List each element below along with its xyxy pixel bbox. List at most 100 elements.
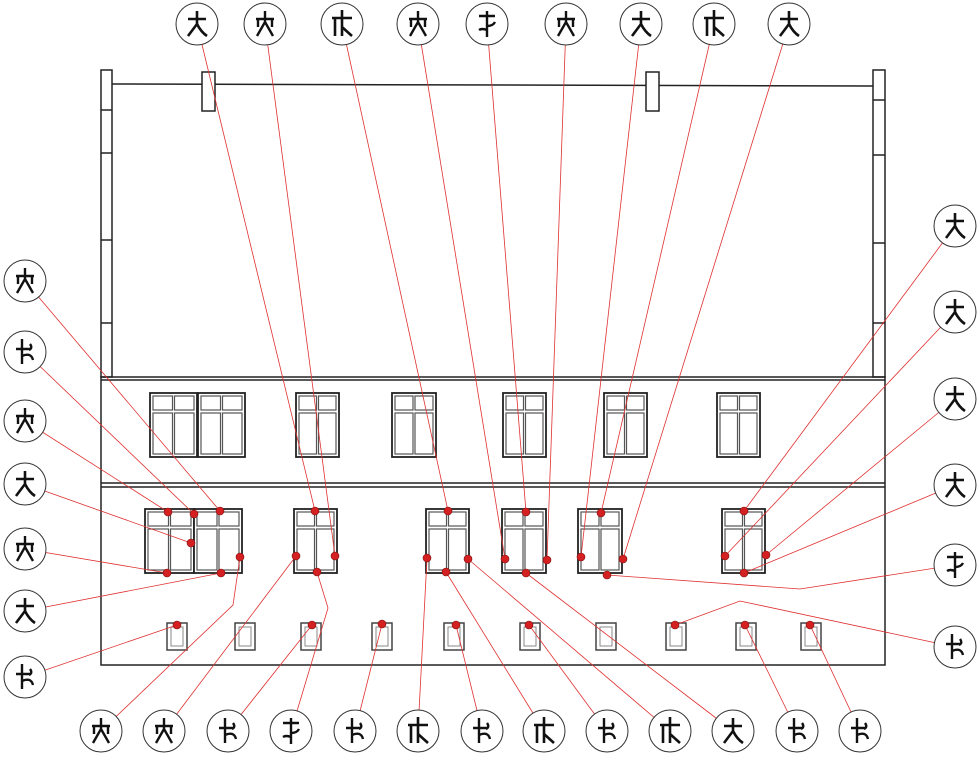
marker-dot (670, 620, 680, 630)
marker-dot (602, 570, 612, 580)
leader-line (24, 548, 168, 574)
marker-dot (739, 506, 749, 516)
marker-dot (521, 507, 531, 517)
leader-line (417, 557, 428, 732)
mason-mark-hook (3, 655, 47, 699)
building-facade (100, 69, 886, 666)
mason-mark-tent (544, 2, 588, 46)
marker-dot (463, 554, 473, 564)
leader-line (163, 555, 297, 732)
marker-dot (186, 538, 196, 548)
leader-line (724, 311, 956, 557)
leader-line (417, 23, 506, 560)
marker-dot (377, 619, 387, 629)
mason-mark-dai (933, 377, 977, 421)
marker-dot (163, 507, 173, 517)
marker-dot (596, 508, 606, 518)
marker-dot (291, 551, 301, 561)
mason-mark-tent (79, 709, 123, 753)
marker-dot (720, 551, 730, 561)
leader-line (486, 23, 527, 513)
mason-mark-fu (692, 2, 736, 46)
marker-dot (451, 620, 461, 630)
marker-dot (310, 506, 320, 516)
mason-mark-fu (396, 709, 440, 753)
leader-line (227, 624, 313, 732)
marker-dot (739, 568, 749, 578)
window (721, 508, 766, 574)
mason-mark-tent (243, 2, 287, 46)
leader-line (546, 23, 567, 561)
mason-mark-tent (3, 527, 47, 571)
mason-mark-hook (838, 709, 882, 753)
leader-line (196, 23, 316, 512)
marker-dot (441, 567, 451, 577)
mason-mark-dai (175, 2, 219, 46)
leader-line (525, 572, 734, 732)
marker-dot (618, 554, 628, 564)
marker-dot (576, 552, 586, 562)
mason-mark-staff (465, 2, 509, 46)
marker-dot (189, 509, 199, 519)
leader-line (341, 23, 449, 512)
window (193, 508, 243, 574)
leader-line (100, 556, 241, 732)
leader-line (24, 420, 169, 513)
leader-line (264, 23, 336, 557)
mason-mark-hook (933, 625, 977, 669)
window (603, 392, 648, 458)
mason-mark-dai (933, 290, 977, 334)
window (501, 508, 547, 574)
leader-line (24, 351, 195, 515)
window (144, 508, 195, 574)
leader-line (743, 484, 956, 574)
mason-mark-hook (3, 330, 47, 374)
mason-mark-circles (3, 2, 977, 753)
leader-line (674, 600, 956, 648)
marker-dot (443, 506, 453, 516)
mason-mark-dai (767, 2, 811, 46)
windows (144, 392, 822, 651)
small-window (595, 622, 617, 651)
mason-mark-staff (933, 543, 977, 587)
leader-line (622, 23, 790, 560)
mason-mark-tent (142, 709, 186, 753)
marker-dot (172, 620, 182, 630)
mason-mark-dai (3, 462, 47, 506)
leader-line (600, 23, 715, 514)
marker-dot (330, 551, 340, 561)
leader-line (743, 225, 956, 512)
marker-dot (215, 506, 225, 516)
window (197, 392, 246, 458)
small-window (166, 622, 188, 651)
leader-line (445, 571, 545, 732)
mason-mark-hook (585, 709, 629, 753)
mason-mark-fu (648, 709, 692, 753)
mason-mark-tent (3, 259, 47, 303)
marker-dot (162, 568, 172, 578)
window (716, 392, 761, 458)
leader-line (290, 571, 329, 732)
marker-dot (500, 554, 510, 564)
marker-dot (307, 620, 317, 630)
mason-mark-dai (933, 204, 977, 248)
leader-line (24, 624, 178, 678)
mason-mark-dai (711, 709, 755, 753)
mason-mark-tent (396, 2, 440, 46)
small-window (800, 622, 822, 651)
leader-line (24, 483, 192, 544)
window (391, 392, 437, 458)
mason-mark-staff (269, 709, 313, 753)
window (149, 392, 198, 458)
mason-mark-hook (775, 709, 819, 753)
marker-dot (216, 568, 226, 578)
small-window (234, 622, 256, 651)
window (293, 508, 338, 574)
marker-dot (805, 620, 815, 630)
marker-dot (524, 620, 534, 630)
marker-dot (422, 553, 432, 563)
marker-dot (761, 550, 771, 560)
mason-mark-dai (619, 2, 663, 46)
leader-line (606, 564, 956, 590)
mason-mark-tent (3, 399, 47, 443)
